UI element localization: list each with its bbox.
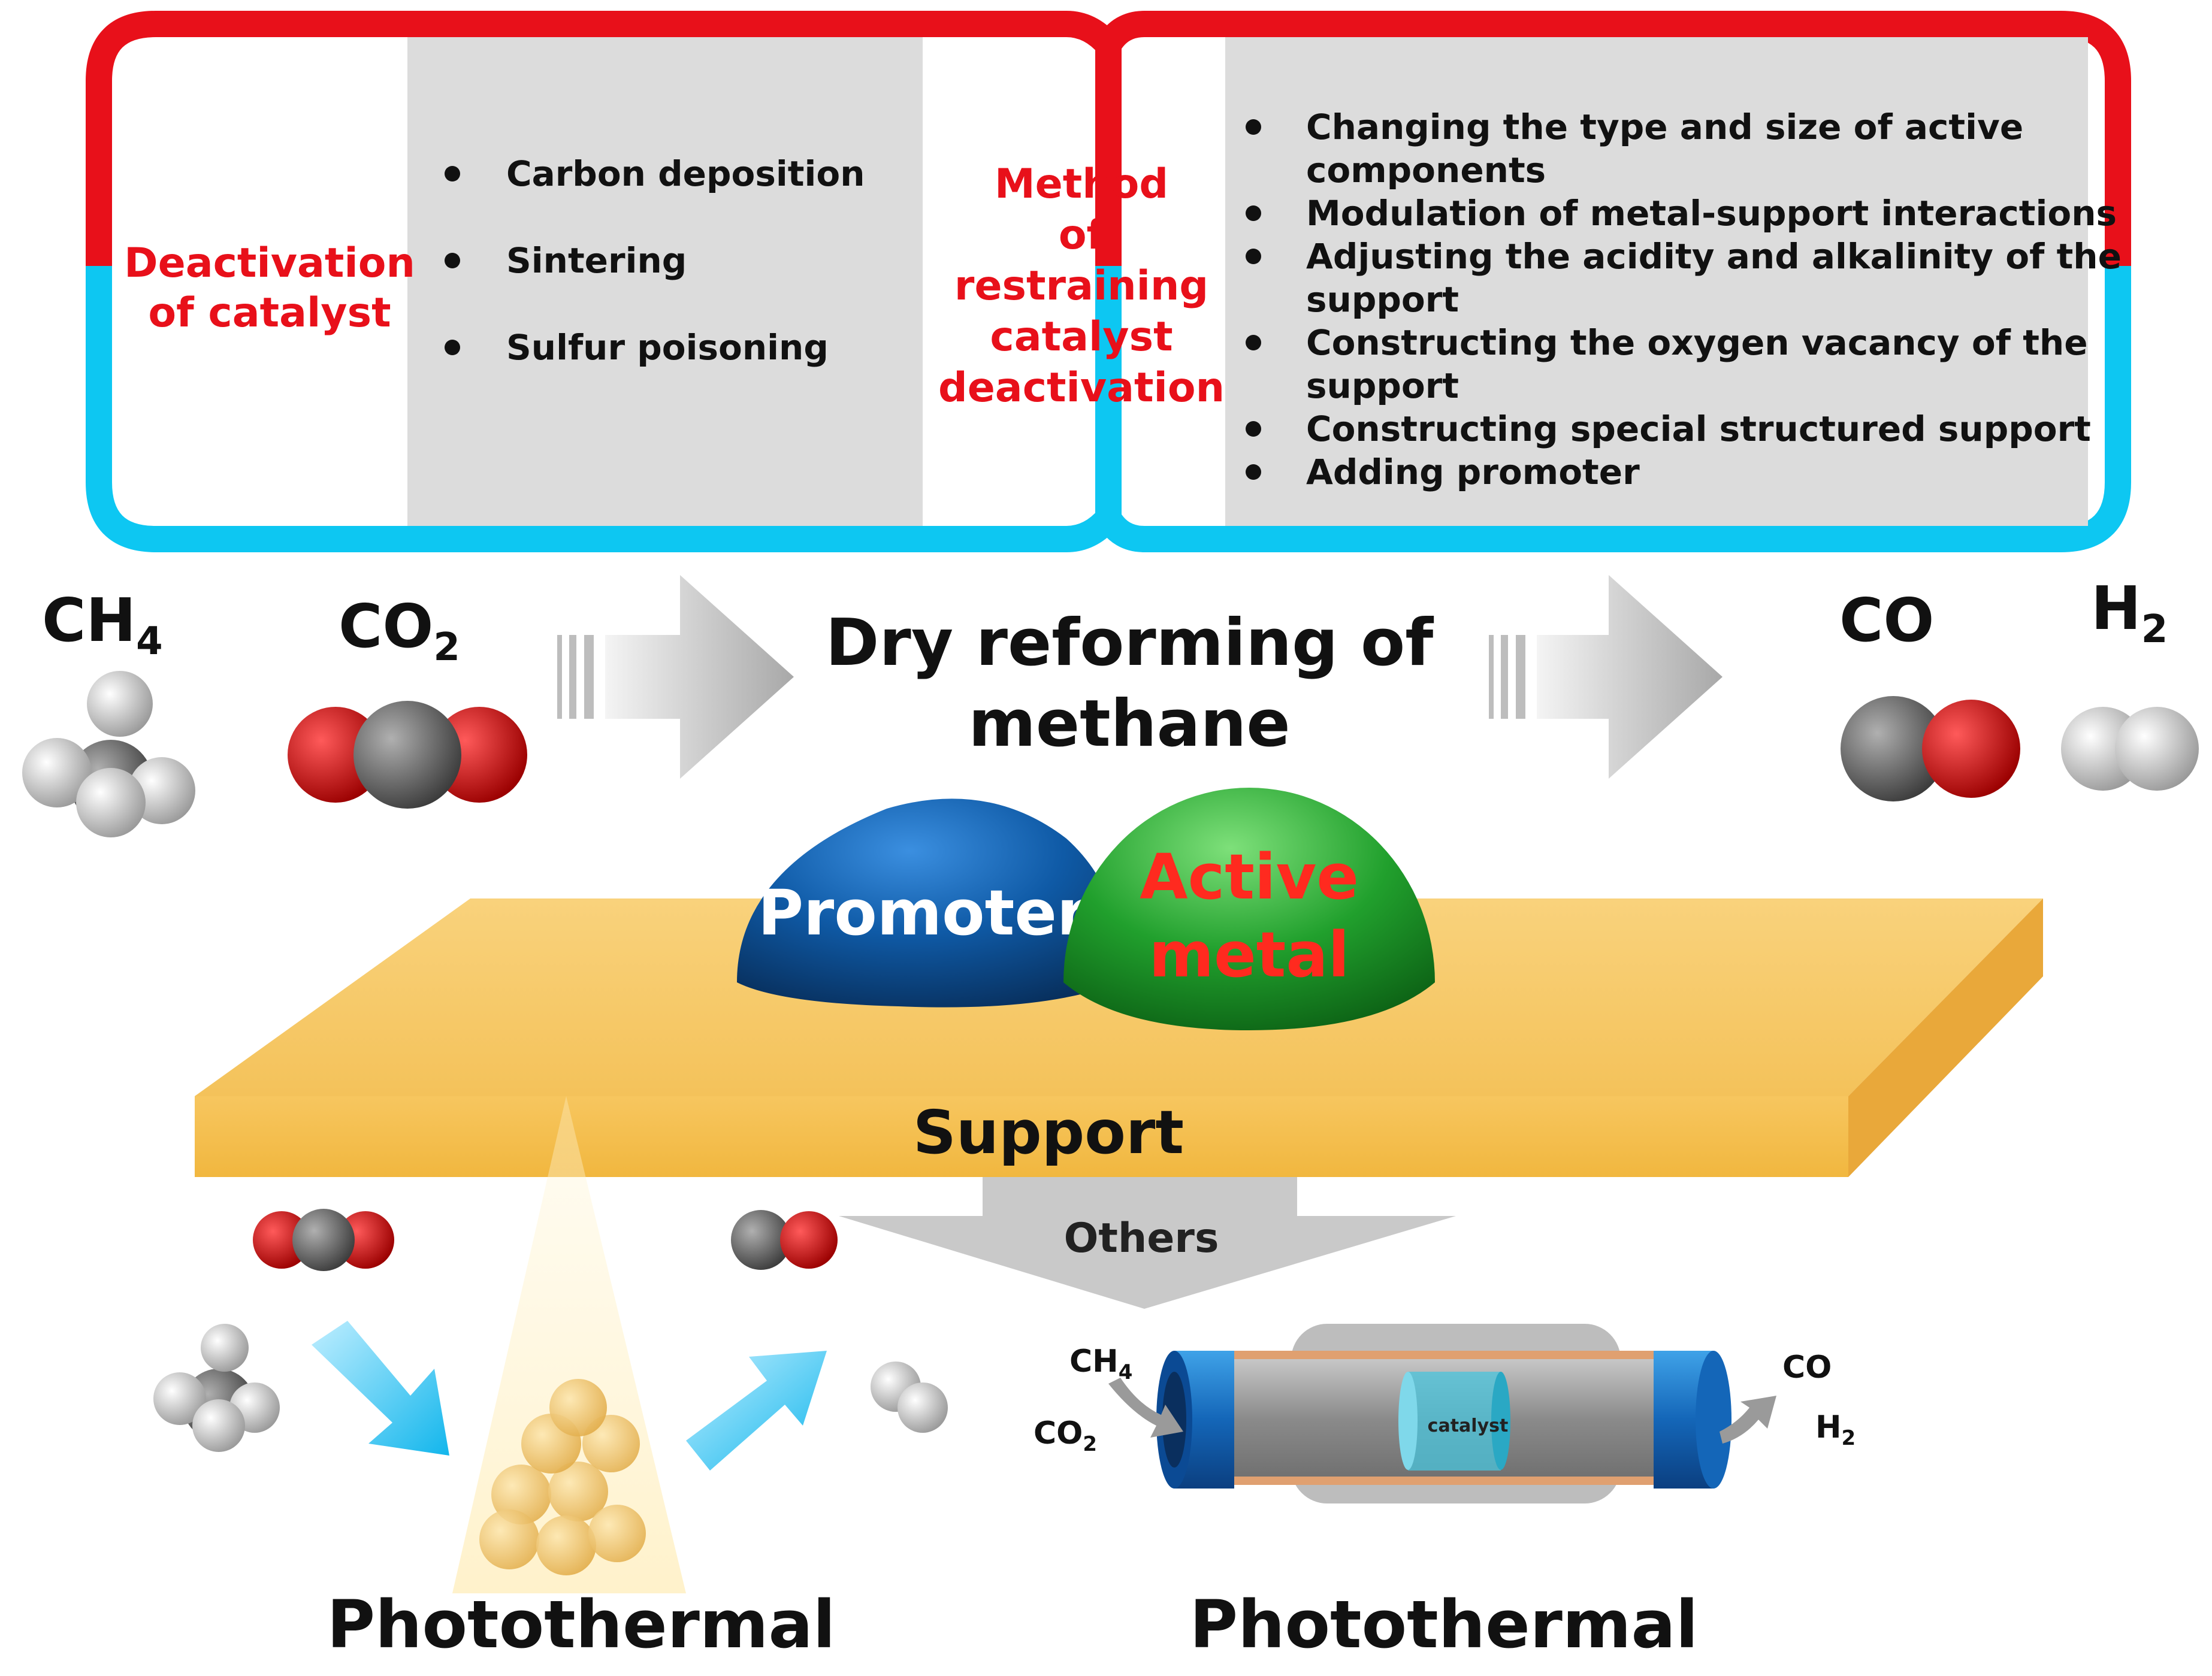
deactivation-cause-item: Sulfur poisoning	[506, 327, 829, 368]
method-title-line: Method	[995, 161, 1168, 208]
reactor-out-co-label: CO	[1782, 1350, 1832, 1385]
h2-molecule	[2061, 707, 2199, 791]
deactivation-cause-item: Carbon deposition	[506, 153, 865, 194]
method-item-line: components	[1306, 150, 1546, 190]
co-molecule	[1841, 696, 2020, 801]
reactor-right-cap	[1654, 1351, 1731, 1489]
photothermal-left-scheme: Photothermal	[153, 1096, 948, 1663]
bullet-icon	[445, 340, 460, 355]
method-item-line: Changing the type and size of active	[1306, 107, 2023, 147]
gold-particle-cluster	[479, 1379, 646, 1575]
reactant-co2-label: CO2	[339, 591, 460, 670]
method-item-line: Modulation of metal-support interactions	[1306, 193, 2117, 234]
method-item-line: Constructing the oxygen vacancy of the	[1306, 322, 2088, 363]
active-metal: Active metal	[1063, 788, 1435, 1030]
method-item-line: support	[1306, 365, 1459, 406]
reactor-in-ch4-label: CH4	[1069, 1344, 1132, 1384]
method-title-line: of	[1059, 211, 1105, 259]
method-item-line: support	[1306, 279, 1459, 320]
active-metal-label-line2: metal	[1149, 918, 1349, 991]
bullet-icon	[1246, 335, 1261, 350]
co-small-molecule	[731, 1210, 838, 1270]
bullet-icon	[445, 166, 460, 181]
process-title-line2: methane	[968, 686, 1290, 761]
left-process-arrow	[557, 575, 794, 779]
top-panel: Deactivation of catalyst Carbon depositi…	[86, 11, 2131, 552]
causes-panel	[407, 37, 923, 526]
photothermal-right-label: Photothermal	[1190, 1586, 1699, 1663]
bullet-icon	[1246, 119, 1261, 135]
process-title-line1: Dry reforming of	[826, 606, 1434, 680]
blue-arrow-out	[686, 1351, 827, 1471]
reactant-ch4-label: CH4	[42, 585, 163, 664]
others-label: Others	[1064, 1215, 1219, 1262]
reactor-outlet-arrow	[1720, 1396, 1776, 1444]
photothermal-left-label: Photothermal	[327, 1586, 836, 1663]
method-item-line: Constructing special structured support	[1306, 409, 2091, 449]
h2-small-molecule	[871, 1362, 948, 1433]
bullet-icon	[1246, 249, 1261, 264]
bullet-icon	[445, 253, 460, 268]
others-arrow: Others	[839, 1177, 1456, 1309]
method-item-line: Adding promoter	[1306, 452, 1640, 492]
co2-molecule	[288, 701, 527, 809]
support-label: Support	[913, 1097, 1184, 1167]
catalyst-label: catalyst	[1428, 1415, 1509, 1436]
reaction-row: CH4 CO2 Dry reforming of methane	[22, 573, 2199, 837]
method-title-line: restraining	[954, 262, 1208, 310]
method-title-line: deactivation	[938, 364, 1225, 412]
methods-panel	[1225, 37, 2088, 526]
reactor-in-co2-label: CO2	[1034, 1415, 1097, 1456]
catalyst: Support Promoter Active metal	[195, 788, 2043, 1177]
bullet-icon	[1246, 421, 1261, 437]
deactivation-cause-item: Sintering	[506, 240, 687, 281]
deactivation-title-line1: Deactivation	[124, 240, 415, 287]
right-process-arrow	[1489, 575, 1723, 779]
method-items-list: Changing the type and size of activecomp…	[1246, 107, 2122, 492]
ch4-small-molecule	[153, 1324, 280, 1452]
photothermal-reactor: catalyst CH4 CO2 CO H2 Photothermal	[1034, 1324, 1856, 1663]
co2-small-molecule	[253, 1209, 394, 1271]
bullet-icon	[1246, 205, 1261, 221]
method-title-line: catalyst	[990, 313, 1173, 361]
method-item-line: Adjusting the acidity and alkalinity of …	[1306, 236, 2122, 277]
promoter-label: Promoter	[758, 876, 1087, 949]
reactor-out-h2-label: H2	[1815, 1409, 1856, 1450]
bullet-icon	[1246, 464, 1261, 480]
reactor-inlet-arrow	[1108, 1378, 1183, 1438]
active-metal-label-line1: Active	[1140, 840, 1359, 913]
promoter: Promoter	[737, 798, 1121, 1008]
catalyst-bed: catalyst	[1398, 1372, 1510, 1471]
product-h2-label: H2	[2091, 573, 2168, 652]
product-co-label: CO	[1839, 585, 1934, 655]
ch4-molecule	[22, 671, 195, 837]
blue-arrow-in	[312, 1321, 449, 1456]
deactivation-title-line2: of catalyst	[148, 289, 391, 337]
